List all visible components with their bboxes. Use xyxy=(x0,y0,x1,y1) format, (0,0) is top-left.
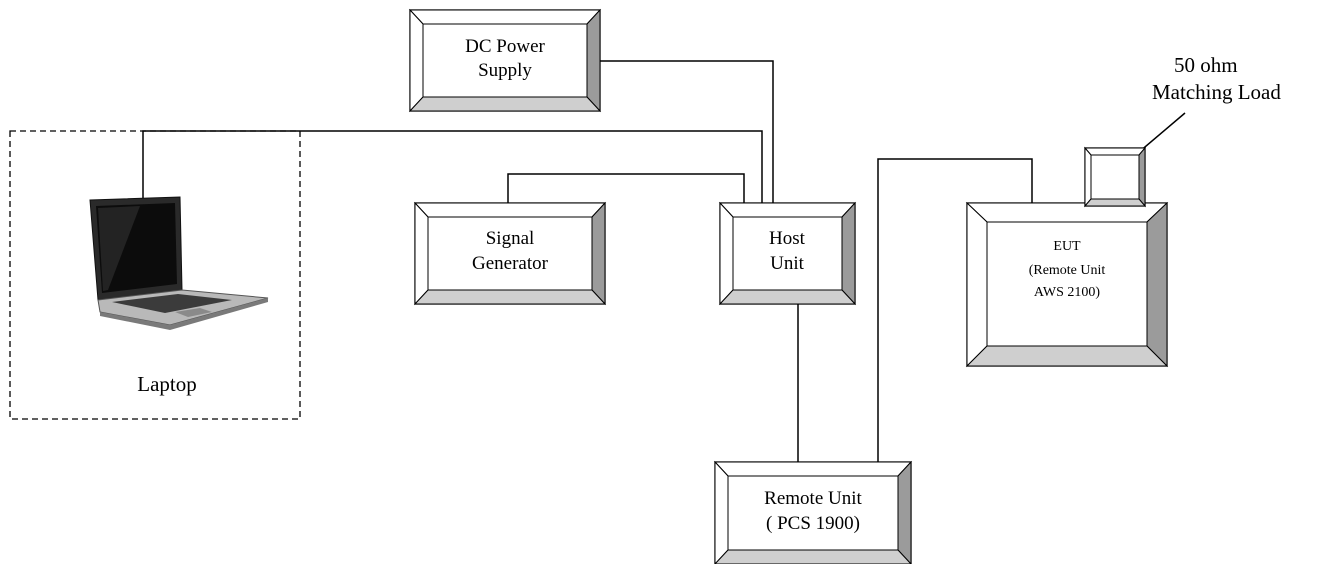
matching-load-label-line2: Matching Load xyxy=(1152,80,1281,104)
laptop-to-host-line xyxy=(142,130,763,203)
host-unit-label-line1: Host xyxy=(769,228,806,249)
remote-unit-label-line2: ( PCS 1900) xyxy=(766,513,860,534)
remote-unit-to-eut-line xyxy=(877,158,1033,462)
host-unit-box: Host Unit xyxy=(718,201,857,306)
laptop-icon xyxy=(89,196,269,330)
eut-label-line1: EUT xyxy=(1053,239,1081,254)
dc-power-supply-box: DC Power Supply xyxy=(408,8,602,113)
matching-load-box xyxy=(1083,146,1147,208)
dc-power-supply-label-line2: Supply xyxy=(478,60,532,81)
remote-unit-label-line1: Remote Unit xyxy=(764,488,862,509)
signal-generator-label-line2: Generator xyxy=(472,253,549,274)
eut-box: EUT (Remote Unit AWS 2100) xyxy=(965,201,1169,368)
dc-power-supply-label-line1: DC Power xyxy=(465,36,545,57)
signal-generator-box: Signal Generator xyxy=(413,201,607,306)
signal-generator-to-host-line xyxy=(507,173,745,203)
connection-lines xyxy=(142,60,1186,462)
eut-label-line2: (Remote Unit xyxy=(1029,263,1106,278)
eut-label-line3: AWS 2100) xyxy=(1034,285,1100,300)
host-unit-label-line2: Unit xyxy=(770,253,805,274)
remote-unit-pcs-box: Remote Unit ( PCS 1900) xyxy=(713,460,913,564)
laptop-label: Laptop xyxy=(137,372,196,396)
dc-supply-to-host-line xyxy=(597,60,774,203)
matching-load-label-line1: 50 ohm xyxy=(1174,53,1238,77)
signal-generator-label-line1: Signal xyxy=(486,228,535,249)
